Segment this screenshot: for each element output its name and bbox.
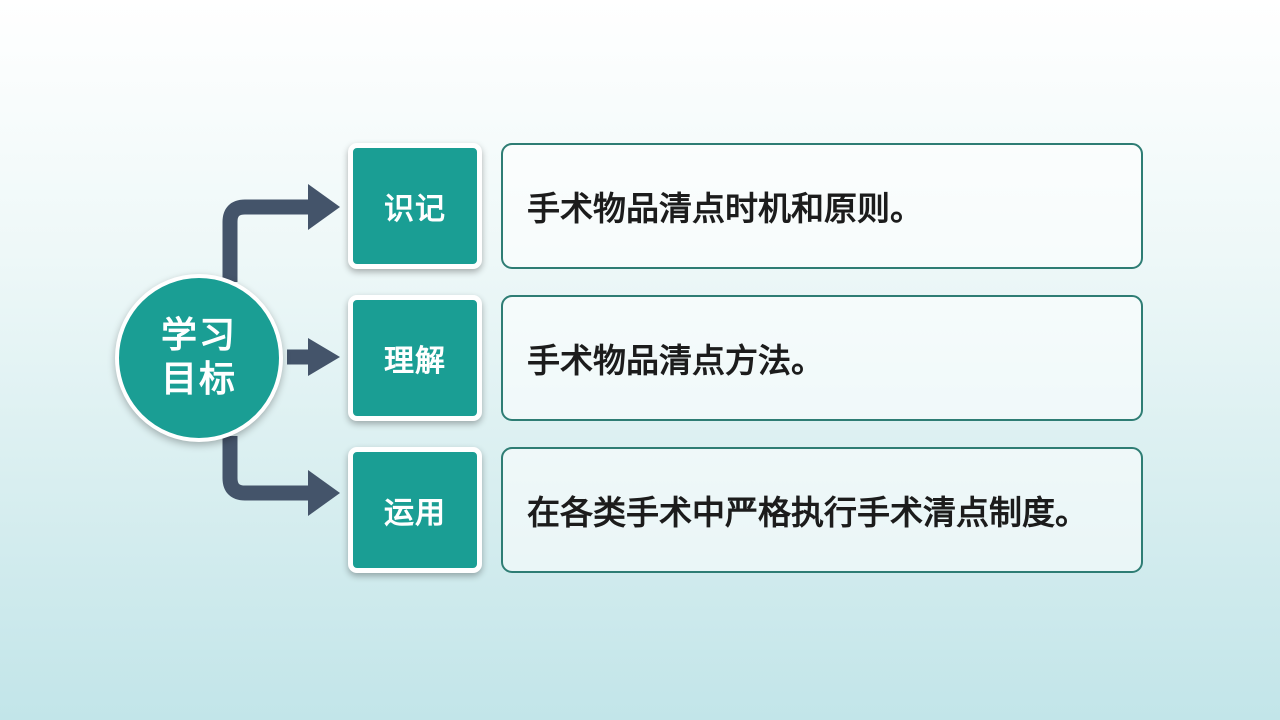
objective-text-2: 手术物品清点方法。	[527, 341, 824, 380]
objective-row-1: 识记 手术物品清点时机和原则。	[348, 143, 1144, 269]
objective-text-3: 在各类手术中严格执行手术清点制度。	[527, 493, 1088, 532]
objective-box-1: 手术物品清点时机和原则。	[501, 143, 1143, 269]
objective-tag-2: 理解	[348, 295, 482, 421]
objective-tag-label-3: 运用	[384, 496, 446, 531]
arrow-head-bottom	[308, 470, 340, 516]
objective-tag-label-1: 识记	[384, 192, 446, 227]
objective-box-2: 手术物品清点方法。	[501, 295, 1143, 421]
hub-circle: 学习目标	[115, 274, 283, 442]
objective-tag-label-2: 理解	[384, 344, 446, 379]
objective-text-1: 手术物品清点时机和原则。	[527, 189, 923, 228]
hub-label: 学习目标	[160, 315, 237, 400]
objective-tag-1: 识记	[348, 143, 482, 269]
arrow-head-top	[308, 184, 340, 230]
arrow-head-middle	[308, 338, 340, 376]
objective-box-3: 在各类手术中严格执行手术清点制度。	[501, 447, 1143, 573]
arrow-line-bottom	[222, 436, 312, 501]
objective-row-2: 理解 手术物品清点方法。	[348, 295, 1144, 421]
objective-tag-3: 运用	[348, 447, 482, 573]
objective-row-3: 运用 在各类手术中严格执行手术清点制度。	[348, 447, 1144, 573]
arrow-line-top	[222, 199, 312, 282]
